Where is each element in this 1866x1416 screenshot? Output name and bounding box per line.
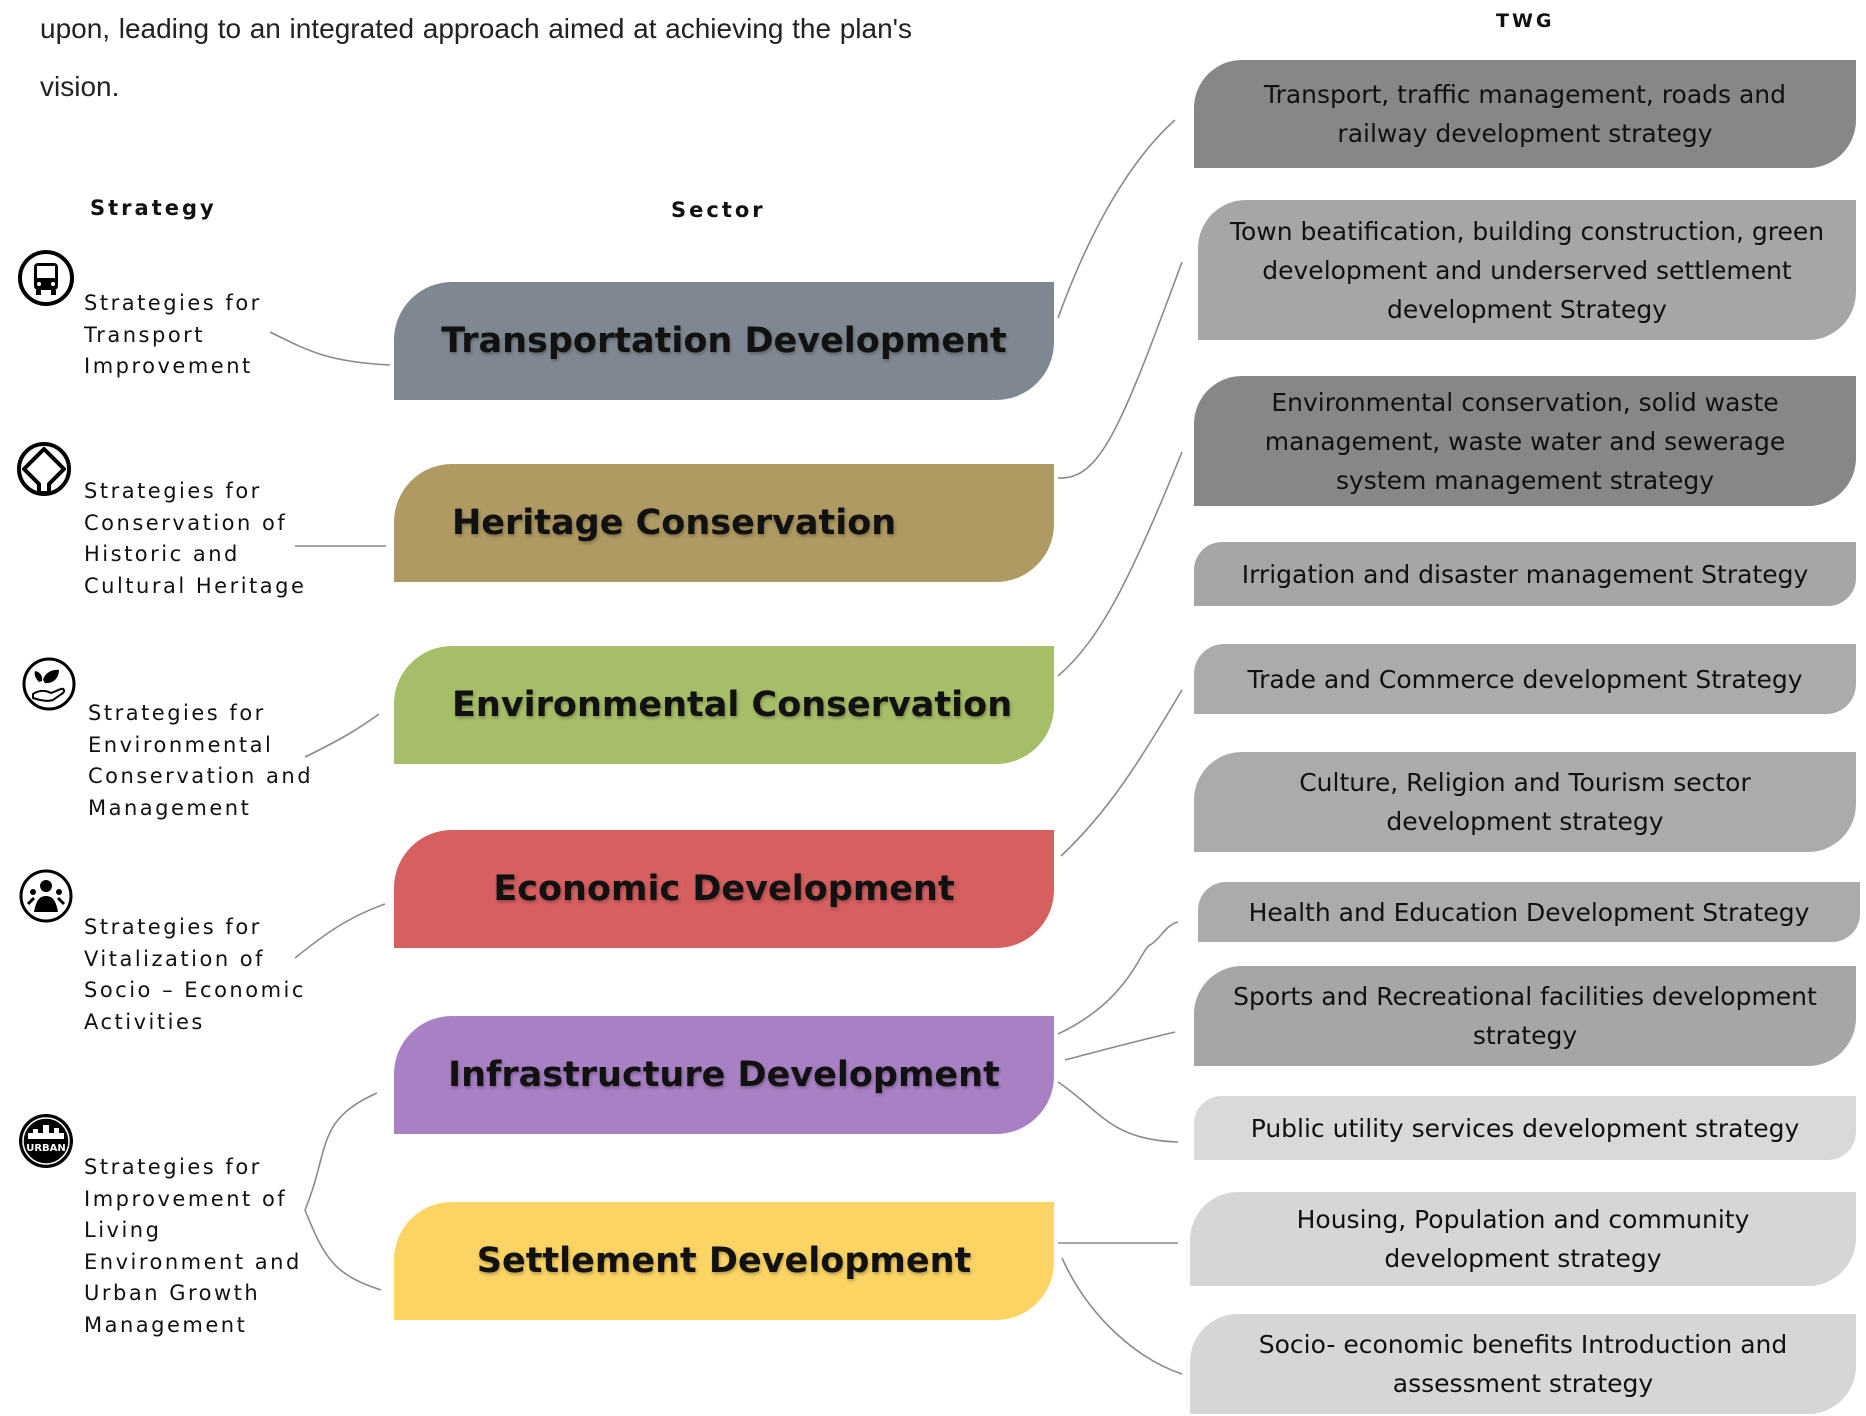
sector-header: Sector: [671, 198, 766, 222]
strategy-line: Urban Growth: [84, 1281, 261, 1305]
strategy-line: Activities: [84, 1009, 205, 1034]
sector-economic: Economic Development: [394, 830, 1054, 948]
strategy-line: Environment and: [84, 1249, 302, 1274]
strategy-line: Management: [84, 1312, 248, 1337]
sector-label: Heritage Conservation: [452, 503, 897, 543]
twg-public-utility: Public utility services development stra…: [1194, 1096, 1856, 1160]
twg-label: Irrigation and disaster management Strat…: [1241, 559, 1809, 589]
twg-label: Transport, traffic management, roads and…: [1263, 80, 1787, 148]
strategy-line: Management: [88, 795, 252, 820]
strategy-line: Strategies for: [84, 915, 262, 939]
connector-sector-5a: [1057, 921, 1179, 1035]
connector-sector-3: [1057, 451, 1183, 677]
twg-transport: Transport, traffic management, roads and…: [1194, 60, 1856, 168]
sector-label: Infrastructure Development: [448, 1055, 1000, 1095]
intro-text: upon, leading to an integrated approach …: [40, 13, 912, 102]
sector-heritage: Heritage Conservation: [394, 464, 1054, 582]
twg-header: TWG: [1496, 10, 1555, 32]
twg-label: Socio- economic benefits Introduction an…: [1258, 1330, 1788, 1398]
strategy-line: Improvement of: [84, 1186, 288, 1211]
twg-label: Culture, Religion and Tourism sector dev…: [1299, 768, 1751, 836]
strategy-environment: Strategies for Environmental Conservatio…: [88, 698, 313, 824]
sector-label: Economic Development: [493, 869, 955, 909]
strategy-line: Improvement: [84, 354, 253, 378]
twg-label: Trade and Commerce development Strategy: [1247, 664, 1803, 694]
intro-paragraph: upon, leading to an integrated approach …: [40, 0, 912, 116]
strategy-line: Socio – Economic: [84, 978, 306, 1002]
twg-label: Environmental conservation, solid waste …: [1264, 387, 1786, 495]
connector-strategy-5b: [304, 1209, 382, 1291]
sector-label: Transportation Development: [441, 321, 1007, 361]
strategy-line: Cultural Heritage: [84, 573, 307, 598]
sector-label: Settlement Development: [476, 1241, 972, 1281]
urban-icon-text: URBAN: [26, 1143, 66, 1154]
strategy-line: Environmental: [88, 732, 274, 757]
twg-label: Public utility services development stra…: [1250, 1113, 1800, 1143]
twg-irrigation: Irrigation and disaster management Strat…: [1194, 542, 1856, 606]
connector-sector-5c: [1057, 1081, 1179, 1143]
bus-icon: [18, 250, 74, 306]
strategy-line: Vitalization of: [84, 946, 266, 971]
twg-label: Housing, Population and community develo…: [1296, 1205, 1750, 1273]
twg-environmental: Environmental conservation, solid waste …: [1194, 376, 1856, 506]
twg-trade: Trade and Commerce development Strategy: [1194, 644, 1856, 714]
twg-sports: Sports and Recreational facilities devel…: [1194, 966, 1856, 1066]
connector-sector-1: [1057, 119, 1176, 319]
strategy-line: Conservation and: [88, 764, 314, 788]
connector-strategy-5a: [304, 1092, 378, 1211]
strategy-line: Strategies for: [84, 291, 262, 315]
twg-label: Health and Education Development Strateg…: [1248, 897, 1810, 927]
strategy-heritage: Strategies for Conservation of Historic …: [84, 476, 306, 602]
sector-environmental: Environmental Conservation: [394, 646, 1054, 764]
twg-culture: Culture, Religion and Tourism sector dev…: [1194, 752, 1856, 852]
community-icon: [19, 869, 73, 923]
sector-infrastructure: Infrastructure Development: [394, 1016, 1054, 1134]
connector-strategy-3: [304, 713, 380, 758]
twg-town-beautification: Town beatification, building constructio…: [1198, 200, 1856, 340]
sector-settlement: Settlement Development: [394, 1202, 1054, 1320]
twg-health-education: Health and Education Development Strateg…: [1198, 882, 1860, 942]
strategy-line: Conservation of: [84, 510, 288, 535]
strategy-line: Transport: [84, 322, 206, 347]
strategy-line: Strategies for: [84, 1155, 262, 1179]
strategy-socio-economic: Strategies for Vitalization of Socio – E…: [84, 912, 306, 1038]
sector-transportation: Transportation Development: [394, 282, 1054, 400]
strategy-line: Strategies for: [84, 479, 262, 503]
connector-strategy-4: [294, 903, 386, 959]
twg-housing: Housing, Population and community develo…: [1190, 1192, 1856, 1286]
strategy-line: Strategies for: [88, 701, 266, 725]
leaf-hand-icon: [22, 657, 76, 711]
heritage-icon: [17, 442, 71, 496]
connector-sector-2: [1057, 261, 1183, 479]
connector-strategy-1: [269, 331, 391, 366]
strategy-transport: Strategies for Transport Improvement: [84, 288, 262, 383]
strategy-urban: Strategies for Improvement of Living Env…: [84, 1152, 302, 1341]
twg-socio-economic: Socio- economic benefits Introduction an…: [1190, 1314, 1856, 1414]
strategy-line: Historic and: [84, 542, 240, 566]
twg-label: Town beatification, building constructio…: [1229, 216, 1825, 324]
urban-icon: URBAN: [19, 1114, 73, 1168]
strategy-header: Strategy: [90, 196, 217, 220]
strategy-line: Living: [84, 1218, 162, 1242]
connector-sector-6b: [1061, 1257, 1183, 1375]
connector-sector-5b: [1064, 1031, 1176, 1061]
sector-label: Environmental Conservation: [452, 685, 1013, 725]
twg-label: Sports and Recreational facilities devel…: [1233, 982, 1817, 1050]
connector-sector-4: [1060, 689, 1183, 857]
